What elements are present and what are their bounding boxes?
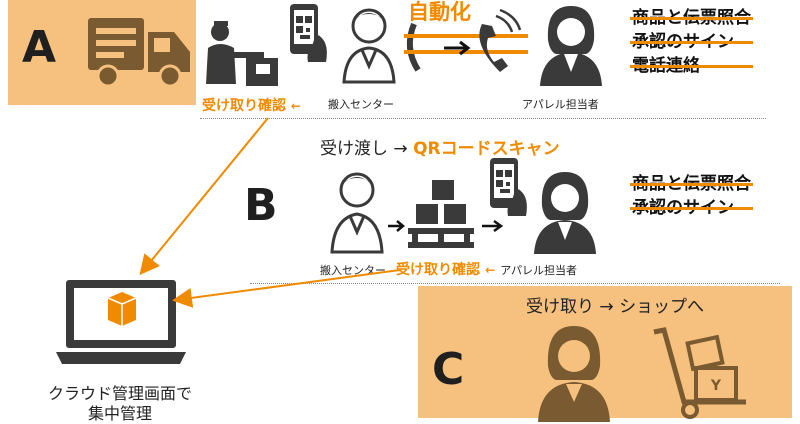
row-c-shop-staff-icon [538, 326, 610, 422]
row-b-apparel-staff-icon [534, 172, 596, 254]
left-arrow-icon: ← [485, 263, 496, 277]
panel-b-letter: B [244, 180, 278, 231]
center-staff-icon [342, 8, 396, 84]
row-b-heading: 受け渡し → QRコードスキャン [320, 134, 560, 159]
right-arrow-icon: → [393, 139, 408, 159]
receive-confirm-text: 受け取り確認 [396, 262, 480, 278]
receive-confirm-text: 受け取り確認 [202, 98, 286, 114]
struck-item: 商品と伝票照合 [630, 174, 753, 194]
row-b-struck-list: 商品と伝票照合 承認のサイン [630, 172, 753, 220]
truck-icon [88, 18, 190, 88]
left-arrow-icon: ← [290, 99, 301, 113]
divider-a-b [200, 118, 766, 119]
panel-a-letter: A [22, 22, 57, 73]
struck-item: 商品と伝票照合 [630, 8, 753, 28]
receive-text: 受け取り [526, 297, 594, 317]
row-b-apparel-label: アパレル担当者 [500, 264, 578, 277]
row-b-center-staff-icon [330, 172, 384, 254]
qr-scan-text: QRコードスキャン [413, 139, 560, 159]
struck-item: 承認のサイン [630, 196, 753, 220]
struck-item: 電話連絡 [630, 54, 753, 78]
phone-qr-icon [290, 4, 327, 62]
row-c-heading: 受け取り → ショップへ [526, 292, 704, 317]
right-arrow-icon: → [599, 297, 614, 317]
shop-text: ショップへ [619, 297, 705, 317]
row-a-apparel-label: アパレル担当者 [522, 98, 599, 111]
panel-c-letter: C [432, 344, 465, 395]
cart-box-label: Y [710, 378, 722, 394]
hand-cart-icon: Y [653, 327, 746, 419]
panel-c-background [418, 286, 792, 418]
row-b-receive-confirm: 受け取り確認 ← アパレル担当者 [396, 259, 577, 279]
automation-label: 自動化 [408, 0, 471, 24]
row-a-struck-list: 商品と伝票照合 承認のサイン 電話連絡 [630, 6, 753, 78]
pallet-boxes-icon [388, 180, 504, 248]
arrow-b-to-laptop [172, 269, 401, 308]
arrow-a-to-laptop [139, 117, 269, 276]
struck-item: 承認のサイン [630, 30, 753, 54]
row-b-phone-qr-icon [490, 158, 527, 216]
apparel-staff-icon [540, 6, 602, 86]
divider-b-c [250, 283, 780, 284]
laptop-caption-line1: クラウド管理画面で [47, 384, 192, 403]
handover-text: 受け渡し [320, 139, 388, 159]
row-a-center-label: 搬入センター [328, 98, 394, 111]
laptop-icon [56, 280, 186, 364]
automation-phone-icon [404, 8, 528, 72]
row-a-receive-confirm: 受け取り確認 ← [202, 95, 301, 115]
delivery-worker-icon [206, 21, 278, 86]
